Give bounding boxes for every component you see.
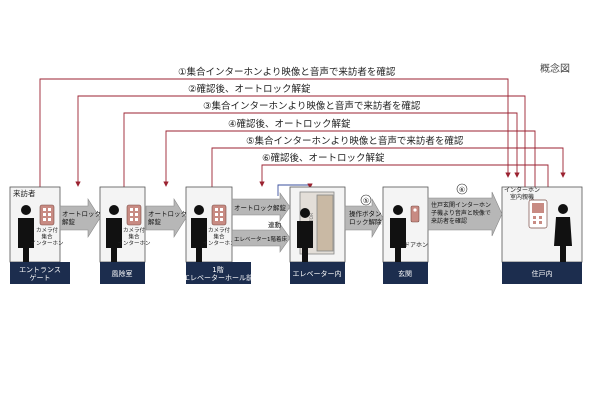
home-monitor-icon [528, 199, 548, 229]
stage-band-windbreak [100, 262, 145, 284]
intercom-icon-hall [211, 204, 227, 226]
arrow-label-button-unlock: 操作ボタンロック解除 [349, 209, 382, 226]
arrow-label-unlock-3: オートロック解錠 [234, 203, 287, 212]
device-label-home: インターホン室内親機 [504, 186, 540, 201]
stage-name-home: 住戸内 [532, 269, 553, 278]
step-6-label: ⑥確認後、オートロック解錠 [262, 152, 385, 164]
stage-name-entrance: エントランスゲート [19, 266, 61, 282]
legend-label: 概念図 [540, 62, 570, 75]
stage-name-elevator: エレベーター内 [293, 269, 342, 278]
flow-arrow-3b [231, 223, 291, 253]
arrow-label-linked: 連動 [268, 220, 282, 229]
device-label-hall: カメラ付集合インターホン [202, 226, 236, 247]
step-1-connector [39, 78, 511, 188]
elevator-door [316, 194, 334, 252]
step-5-connector [211, 147, 566, 188]
visitor-label: 来訪者 [13, 188, 36, 198]
device-label-windbreak: カメラ付集合インターホン [117, 226, 151, 247]
step-4-label: ④確認後、オートロック解錠 [228, 118, 351, 130]
visitor-figure-windbreak [106, 205, 122, 262]
stage-band-hall [186, 262, 251, 284]
stage-band-door [383, 262, 428, 284]
svg-text:⑤: ⑤ [363, 197, 369, 205]
step-3-label: ③集合インターホンより映像と音声で来訪者を確認 [203, 100, 421, 112]
device-label-entrance: カメラ付集合インターホン [30, 226, 64, 247]
door-phone-icon [410, 205, 420, 223]
flow-arrow-3a [231, 192, 291, 222]
visitor-figure-door [390, 205, 406, 262]
arrow-label-unlock-1: オートロック解錠 [62, 210, 101, 226]
svg-text:⑥: ⑥ [459, 186, 465, 194]
visitor-figure-elevator [297, 208, 313, 262]
intercom-icon-windbreak [126, 204, 142, 226]
visitor-figure-entrance [18, 205, 34, 262]
stage-name-windbreak: 風除室 [112, 269, 133, 278]
step-1-label: ①集合インターホンより映像と音声で来訪者を確認 [178, 66, 396, 78]
step-5-label: ⑤集合インターホンより映像と音声で来訪者を確認 [246, 135, 464, 147]
stage-name-door: 玄関 [398, 269, 412, 278]
step-4-connector [163, 130, 536, 188]
stage-band-entrance [10, 262, 70, 284]
step-6-connector [259, 164, 549, 188]
stage-name-hall: 1階エレベーターホール前 [183, 265, 253, 282]
step-2-connector [75, 95, 526, 188]
step6-badge: ⑥ [456, 183, 468, 195]
flow-arrow-2 [145, 197, 187, 239]
resident-figure-home [554, 204, 572, 262]
arrow-label-unlock-2: オートロック解錠 [148, 210, 187, 226]
flow-arrow-1 [59, 197, 101, 239]
arrow-label-door-note: 住戸玄関インターホン子機より音声と映像で来訪者を確認 [431, 201, 491, 225]
step-3-connector [123, 112, 520, 188]
arrow-label-elevator-call: エレベーター1階着床 [234, 235, 287, 243]
visitor-figure-hall [191, 205, 207, 262]
step5-badge: ⑤ [360, 194, 372, 206]
flow-arrow-4 [344, 197, 384, 239]
flow-arrow-5 [427, 191, 503, 237]
stage-band-elevator [290, 262, 345, 284]
intercom-icon-entrance [39, 204, 55, 226]
elevator-link-connector [277, 183, 313, 196]
stage-band-home [502, 262, 582, 284]
step-2-label: ②確認後、オートロック解錠 [188, 83, 311, 95]
device-label-door: ドアホン [404, 242, 428, 249]
